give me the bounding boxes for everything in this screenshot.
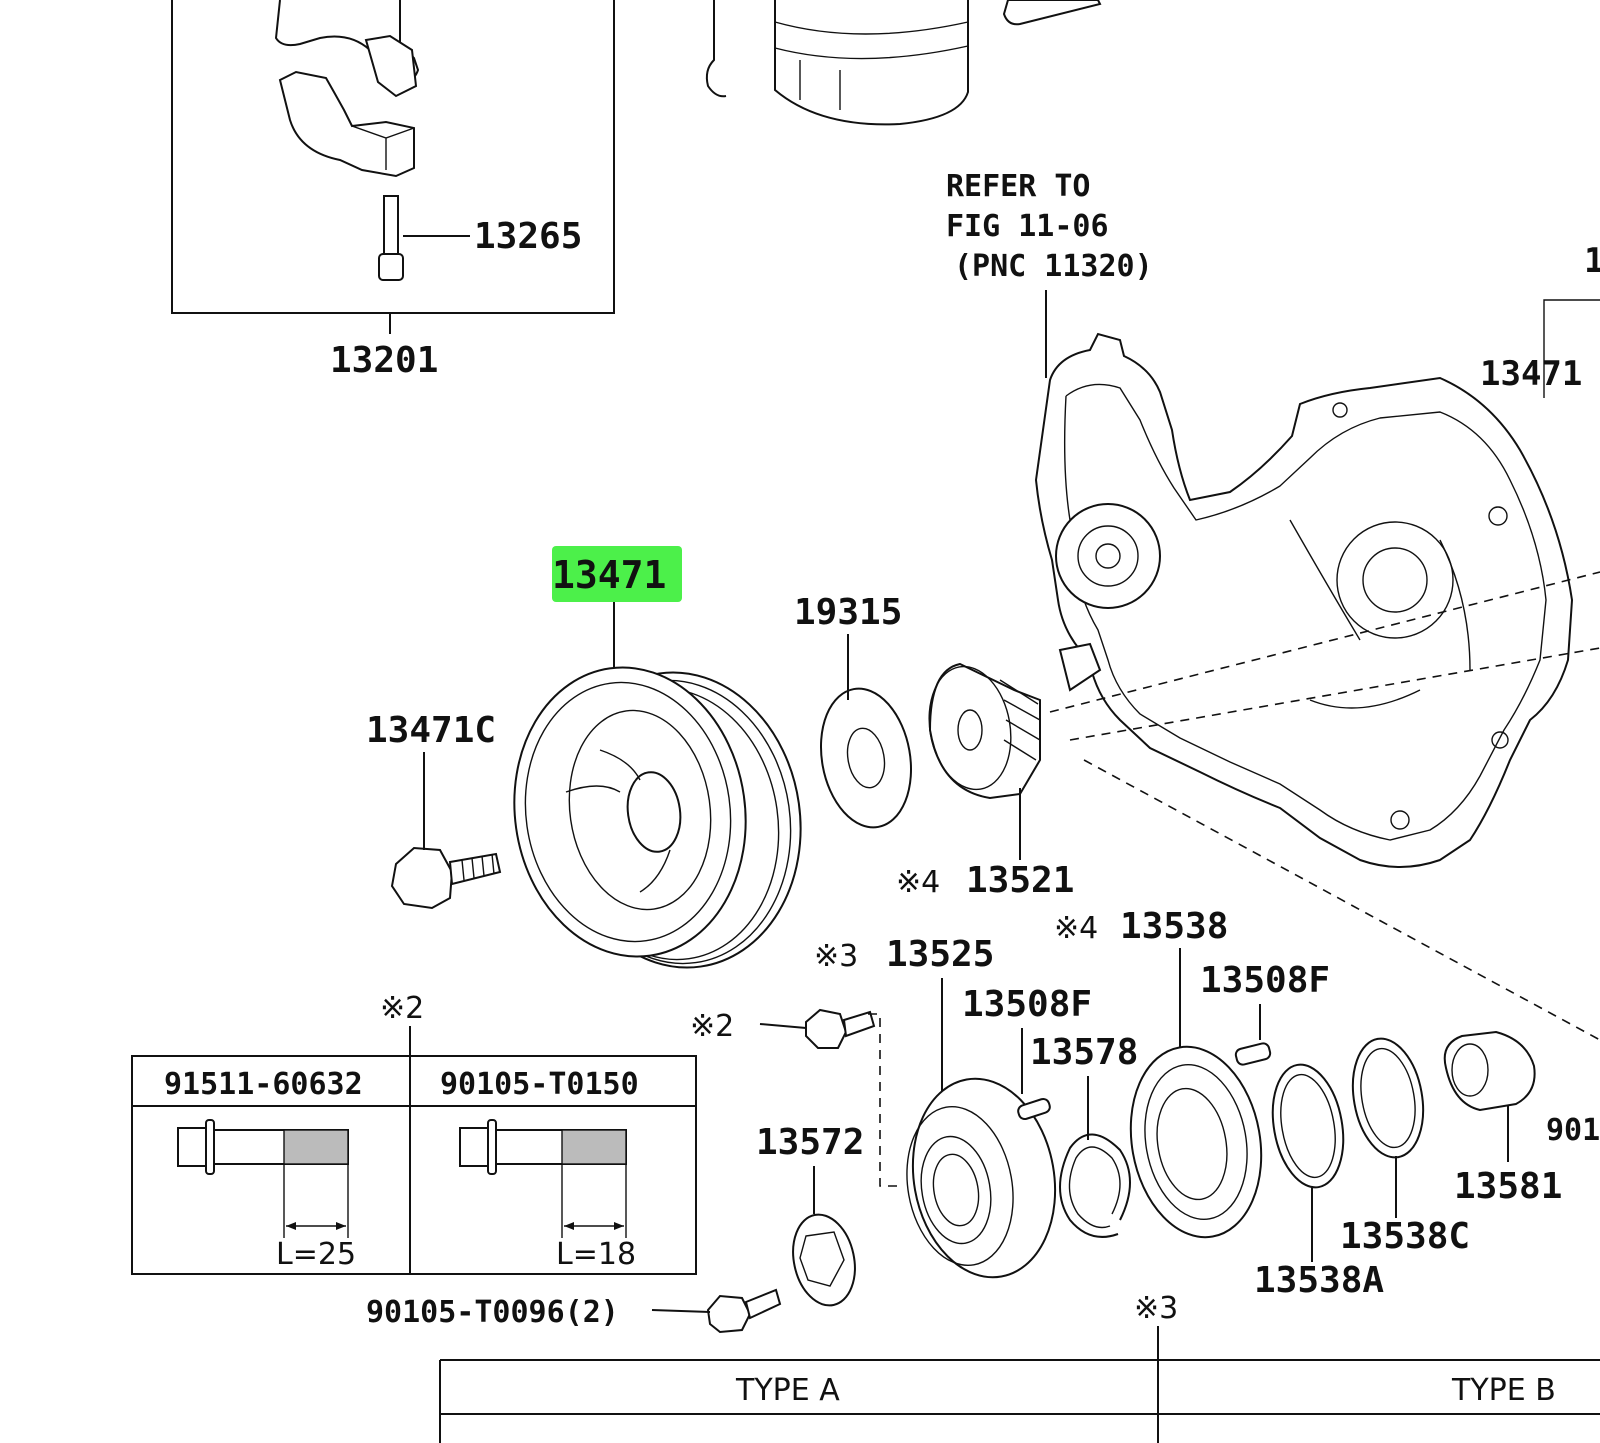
alignment-lines bbox=[1049, 571, 1600, 1041]
label-partial-1: 1 bbox=[1584, 241, 1600, 281]
refer-note-line-2: FIG 11-06 bbox=[946, 209, 1109, 244]
type-table bbox=[439, 1359, 1600, 1443]
bolt-diagram-91511-60632 bbox=[177, 1119, 349, 1238]
oil-seal-13538 bbox=[1129, 1045, 1263, 1239]
refer-note-line-1: REFER TO bbox=[946, 169, 1091, 204]
label-13581: 13581 bbox=[1454, 1166, 1562, 1207]
type-table-col-a: TYPE A bbox=[735, 1373, 840, 1408]
label-13471-highlighted[interactable]: 13471 bbox=[552, 553, 666, 597]
label-13538C: 13538C bbox=[1340, 1216, 1470, 1257]
label-mark4-13521: ※4 bbox=[896, 865, 940, 900]
crankshaft-pulley bbox=[513, 666, 802, 969]
label-13578: 13578 bbox=[1030, 1032, 1138, 1073]
piston bbox=[705, 0, 969, 126]
key-13508F-left bbox=[1017, 1097, 1051, 1121]
bolt-mark2 bbox=[759, 1008, 876, 1049]
label-13471-right: 13471 bbox=[1480, 354, 1582, 394]
crankshaft-timing-gear bbox=[928, 662, 1041, 800]
label-13471C: 13471C bbox=[366, 710, 496, 751]
label-mark4-13538: ※4 bbox=[1054, 911, 1098, 946]
snap-ring bbox=[1059, 1133, 1131, 1238]
o-ring-13538C bbox=[1351, 1037, 1425, 1159]
label-901-partial: 901 bbox=[1546, 1113, 1600, 1148]
label-13508F-left: 13508F bbox=[962, 984, 1092, 1025]
o-ring-13538A bbox=[1271, 1063, 1345, 1189]
label-13201: 13201 bbox=[330, 340, 438, 381]
label-90105-T0096: 90105-T0096(2) bbox=[366, 1295, 619, 1330]
bolt-diagram-90105-T0150 bbox=[459, 1119, 627, 1238]
label-13521: 13521 bbox=[966, 860, 1074, 901]
connecting-rod-box bbox=[171, 0, 615, 334]
plate-13572 bbox=[792, 1213, 856, 1307]
label-13538A: 13538A bbox=[1254, 1260, 1384, 1301]
label-13508F-right: 13508F bbox=[1200, 960, 1330, 1001]
label-mark3-bottom: ※3 bbox=[1134, 1291, 1178, 1326]
pulley-bolt bbox=[390, 846, 502, 910]
bolt-90105-T0096 bbox=[651, 1288, 782, 1334]
bolt-table-col1-length: L=25 bbox=[276, 1237, 356, 1272]
refer-note-line-3: (PNC 11320) bbox=[954, 249, 1153, 284]
label-13572: 13572 bbox=[756, 1122, 864, 1163]
label-13525: 13525 bbox=[886, 934, 994, 975]
timing-chain-cover bbox=[1034, 332, 1574, 868]
highlight-13471 bbox=[552, 546, 682, 602]
bolt-spec-table bbox=[131, 1055, 697, 1275]
plug-13581 bbox=[1443, 1030, 1536, 1112]
bolt-table-col2-part: 90105-T0150 bbox=[440, 1067, 639, 1102]
label-13265: 13265 bbox=[474, 216, 582, 257]
label-13538: 13538 bbox=[1120, 906, 1228, 947]
label-mark3-13525: ※3 bbox=[814, 939, 858, 974]
label-19315: 19315 bbox=[794, 592, 902, 633]
balance-shaft-gear bbox=[906, 1077, 1057, 1279]
label-mark2-bolt: ※2 bbox=[690, 1009, 734, 1044]
label-mark2-table: ※2 bbox=[380, 991, 424, 1026]
piston-pin bbox=[1002, 0, 1102, 26]
bolt-table-col2-length: L=18 bbox=[556, 1237, 636, 1272]
crank-angle-sensor-plate bbox=[819, 687, 913, 829]
type-table-col-b: TYPE B bbox=[1451, 1373, 1556, 1408]
key-13508F-right bbox=[1234, 1042, 1272, 1066]
bolt-table-col1-part: 91511-60632 bbox=[164, 1067, 363, 1102]
